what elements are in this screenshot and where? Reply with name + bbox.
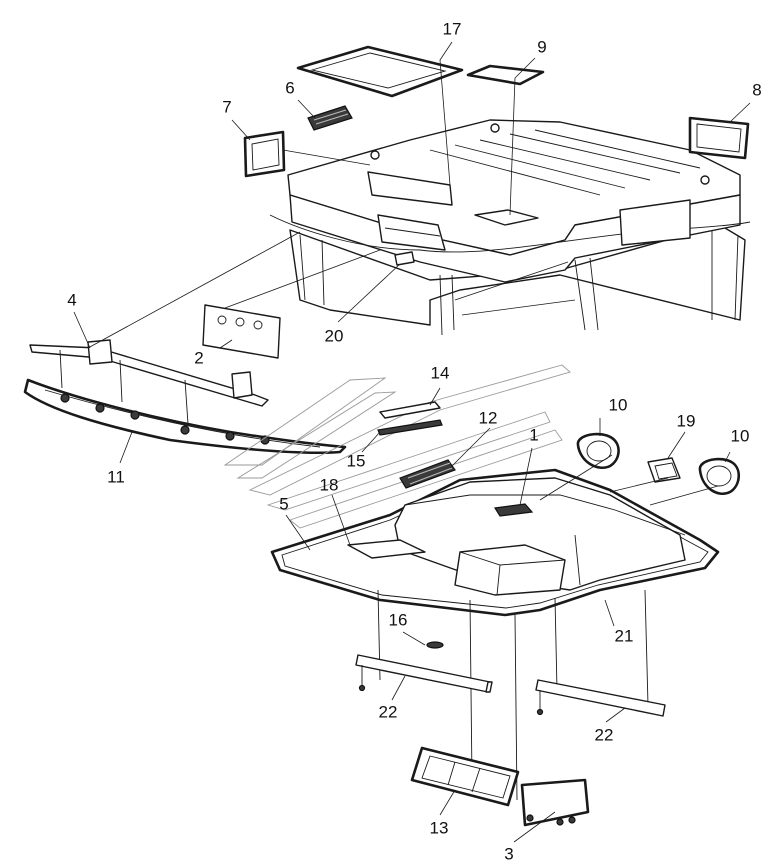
callout-6: 6 [285,78,294,97]
callout-16: 16 [389,610,408,629]
headliner-assembly [223,364,720,801]
part-22-rail-left [355,654,493,693]
part-14-trim-strip [379,401,441,419]
callout-3: 3 [504,844,513,863]
part-10-speaker-left [576,432,620,469]
front-visor-assembly [23,304,347,454]
part-9-cover-plate [466,64,545,86]
callout-4: 4 [67,290,76,309]
callout-19: 19 [677,411,696,430]
callout-5: 5 [279,494,288,513]
callout-15: 15 [347,451,366,470]
part-2-mounting-plate [202,304,281,359]
callout-20: 20 [325,326,344,345]
part-16-plug [426,641,444,649]
callout-10-right: 10 [731,426,750,445]
part-17-roof-panel [296,45,464,98]
cab-roof-assembly [269,119,751,336]
callout-11: 11 [107,467,125,486]
part-3-cover [520,778,590,827]
callout-7: 7 [222,97,231,116]
callout-1: 1 [529,425,538,444]
callout-21: 21 [615,626,634,645]
callout-12: 12 [479,408,498,427]
callout-10-left: 10 [609,395,628,414]
part-22-rail-right [535,679,666,717]
callout-17: 17 [443,19,462,38]
callout-14: 14 [431,363,450,382]
callout-9: 9 [537,37,546,56]
part-7-gasket-frame [243,130,286,178]
callout-13: 13 [430,818,449,837]
part-13-grille-panel [410,746,520,807]
callout-22-left: 22 [379,702,398,721]
callout-8: 8 [752,80,761,99]
callout-22-right: 22 [595,725,614,744]
callout-labels: 17 9 6 8 7 4 2 20 11 14 10 12 19 10 1 15… [67,19,761,863]
callout-18: 18 [320,475,339,494]
part-12-vent [399,459,456,489]
part-10-speaker-right [698,457,740,495]
callout-2: 2 [194,348,203,367]
leader-lines [73,41,751,843]
